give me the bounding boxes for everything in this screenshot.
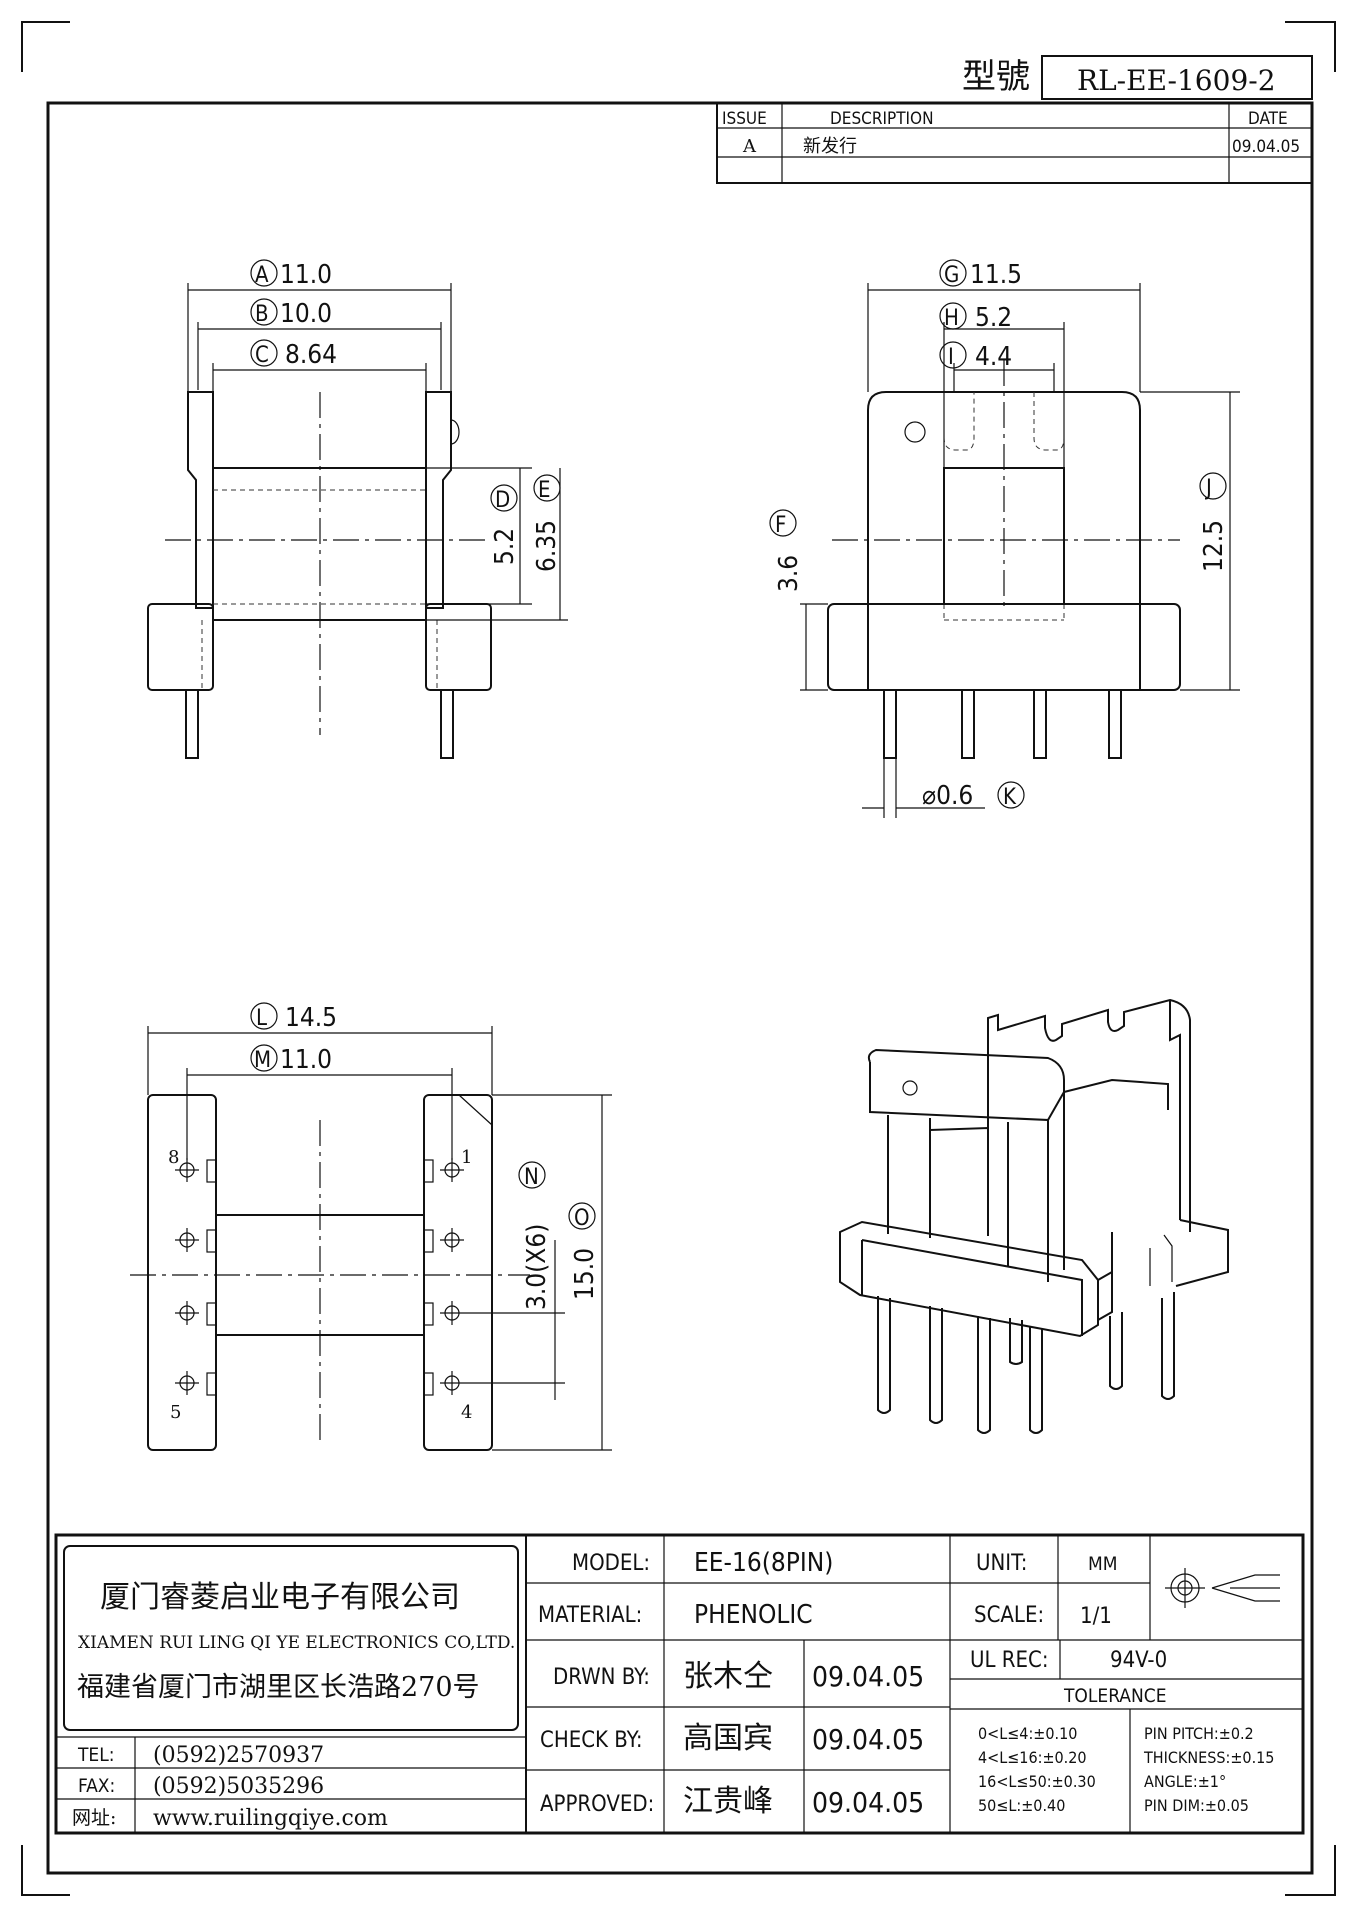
pin-markers — [175, 1158, 464, 1395]
bottom-view: 8 1 5 4 L 14.5 M 11.0 N 3.0(X6) O 15.0 — [130, 1002, 612, 1451]
dim-label-M: M — [254, 1048, 271, 1073]
dim-label-F: F — [775, 513, 786, 538]
dim-label-A: A — [255, 263, 269, 288]
model-number: RL-EE-1609-2 — [1077, 64, 1276, 97]
check-date: 09.04.05 — [812, 1723, 924, 1756]
dim-label-N: N — [524, 1165, 539, 1190]
pin-number-5: 5 — [170, 1402, 181, 1423]
tolerance-left-1: 0<L≤4:±0.10 — [978, 1724, 1077, 1743]
revision-header-date: DATE — [1248, 109, 1288, 129]
company-name-cn: 厦门睿菱启业电子有限公司 — [100, 1580, 460, 1615]
isometric-view — [839, 998, 1229, 1434]
unit-value: MM — [1088, 1553, 1118, 1575]
approved-by-name: 江贵峰 — [683, 1784, 773, 1819]
tolerance-right-4: PIN DIM:±0.05 — [1144, 1796, 1249, 1815]
pin-number-4: 4 — [461, 1402, 472, 1423]
ul-rec-value: 94V-0 — [1110, 1648, 1167, 1673]
ul-rec-label: UL REC: — [970, 1648, 1049, 1673]
pin-number-8: 8 — [168, 1147, 179, 1168]
unit-label: UNIT: — [976, 1551, 1027, 1576]
dim-label-J: J — [1204, 476, 1212, 501]
dim-label-B: B — [255, 302, 269, 327]
dim-label-L: L — [256, 1006, 267, 1031]
revision-table: ISSUE DESCRIPTION DATE A 新发行 09.04.05 — [716, 102, 1313, 184]
dim-value-F: 3.6 — [774, 555, 804, 592]
dim-label-G: G — [944, 263, 959, 288]
tolerance-left-4: 50≤L:±0.40 — [978, 1796, 1065, 1815]
drawn-by-name: 张木仝 — [683, 1659, 773, 1694]
revision-issue: A — [742, 136, 757, 157]
model-field-label: MODEL: — [572, 1551, 650, 1576]
dim-label-I: I — [948, 345, 954, 370]
dim-value-L: 14.5 — [285, 1003, 337, 1033]
revision-header-description: DESCRIPTION — [830, 109, 934, 129]
scale-value: 1/1 — [1080, 1604, 1112, 1629]
sheet-border — [46, 101, 1314, 1875]
check-by-name: 高国宾 — [683, 1721, 773, 1756]
approved-date: 09.04.05 — [812, 1786, 924, 1819]
revision-header-issue: ISSUE — [722, 109, 767, 129]
tel-label: TEL: — [77, 1744, 115, 1766]
revision-description: 新发行 — [803, 136, 857, 157]
corner-marks — [21, 21, 1336, 1896]
scale-label: SCALE: — [974, 1603, 1044, 1628]
material-label: MATERIAL: — [538, 1603, 642, 1628]
tolerance-right-3: ANGLE:±1° — [1144, 1772, 1226, 1791]
company-address: 福建省厦门市湖里区长浩路270号 — [77, 1672, 480, 1703]
dim-value-E: 6.35 — [532, 520, 562, 572]
tolerance-left-2: 4<L≤16:±0.20 — [978, 1748, 1087, 1767]
dim-value-B: 10.0 — [280, 299, 332, 329]
dim-value-G: 11.5 — [970, 260, 1022, 290]
dim-value-J: 12.5 — [1199, 520, 1229, 572]
tolerance-right-2: THICKNESS:±0.15 — [1143, 1748, 1274, 1767]
dim-value-D: 5.2 — [490, 528, 520, 565]
tolerance-left-3: 16<L≤50:±0.30 — [978, 1772, 1096, 1791]
dim-value-O: 15.0 — [570, 1248, 600, 1300]
dim-value-I: 4.4 — [975, 342, 1012, 372]
dim-value-A: 11.0 — [280, 260, 332, 290]
approved-label: APPROVED: — [540, 1792, 654, 1817]
revision-date: 09.04.05 — [1232, 137, 1300, 157]
dim-value-N: 3.0(X6) — [522, 1224, 552, 1310]
tolerance-title: TOLERANCE — [1063, 1685, 1167, 1707]
projection-symbol-icon — [1165, 1568, 1280, 1608]
web-label: 网址: — [72, 1807, 116, 1829]
dim-value-K: ⌀0.6 — [922, 781, 973, 811]
dim-value-H: 5.2 — [975, 303, 1012, 333]
fax-label: FAX: — [78, 1775, 115, 1797]
dim-value-C: 8.64 — [285, 340, 337, 370]
dim-label-C: C — [255, 343, 269, 368]
dim-label-K: K — [1003, 785, 1017, 810]
company-name-en: XIAMEN RUI LING QI YE ELECTRONICS CO,LTD… — [78, 1633, 515, 1653]
model-field-value: EE-16(8PIN) — [694, 1548, 833, 1578]
side-view: G 11.5 H 5.2 I 4.4 F 3.6 J 12.5 ⌀0.6 K — [769, 259, 1240, 818]
dim-label-O: O — [574, 1206, 590, 1231]
model-label: 型號 — [962, 57, 1030, 97]
fax-value: (0592)5035296 — [153, 1774, 324, 1799]
dim-label-H: H — [944, 306, 959, 331]
model-number-header: 型號 RL-EE-1609-2 — [962, 55, 1313, 100]
check-by-label: CHECK BY: — [540, 1728, 643, 1753]
material-value: PHENOLIC — [694, 1600, 813, 1630]
pin-number-1: 1 — [461, 1147, 472, 1168]
dim-label-E: E — [538, 478, 551, 503]
drawn-date: 09.04.05 — [812, 1660, 924, 1693]
tolerance-right-1: PIN PITCH:±0.2 — [1144, 1724, 1254, 1743]
web-value: www.ruilingqiye.com — [153, 1806, 388, 1831]
tel-value: (0592)2570937 — [153, 1743, 324, 1768]
dim-label-D: D — [495, 488, 510, 513]
front-view: A 11.0 B 10.0 C 8.64 D E 5.2 6.35 — [147, 259, 568, 759]
drawn-by-label: DRWN BY: — [553, 1665, 650, 1690]
title-block: 厦门睿菱启业电子有限公司 XIAMEN RUI LING QI YE ELECT… — [54, 1533, 1305, 1835]
dim-value-M: 11.0 — [280, 1045, 332, 1075]
